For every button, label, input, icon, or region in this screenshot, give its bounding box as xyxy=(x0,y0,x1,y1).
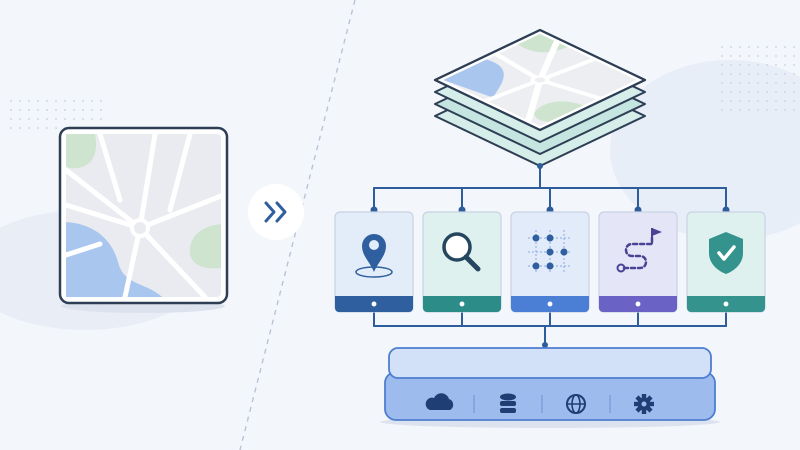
platform-base xyxy=(380,347,720,428)
map-water xyxy=(66,222,162,297)
map-layer-top xyxy=(433,28,647,132)
module-card-route-flag[interactable] xyxy=(598,211,678,313)
top-layer-map xyxy=(443,33,637,127)
source-map-card xyxy=(58,126,229,313)
platform-upper xyxy=(388,347,712,379)
module-card-grid-nodes[interactable] xyxy=(510,211,590,313)
double-chevron-right-icon xyxy=(264,201,287,223)
module-card-search[interactable] xyxy=(422,211,502,313)
gear-icon xyxy=(634,394,654,414)
forward-button-bg xyxy=(248,184,304,240)
dot-grid-right xyxy=(715,40,795,115)
module-port xyxy=(370,300,378,308)
map-park-top xyxy=(66,134,97,169)
cloud-icon xyxy=(425,393,454,410)
module-port xyxy=(722,300,730,308)
map-park-right xyxy=(189,224,221,269)
database-icon xyxy=(500,393,516,413)
module-port xyxy=(458,300,466,308)
globe-icon xyxy=(566,394,586,414)
map-layer-stack xyxy=(433,28,647,169)
platform-lower xyxy=(384,371,716,421)
shield-check-icon xyxy=(709,232,743,274)
search-icon xyxy=(442,232,481,272)
location-pin-icon xyxy=(355,234,393,278)
grid-nodes-icon xyxy=(528,230,572,274)
forward-button[interactable] xyxy=(248,184,304,240)
platform-icon-row xyxy=(425,393,654,414)
map-roundabout xyxy=(130,218,150,238)
module-card-location-pin[interactable] xyxy=(334,211,414,313)
module-port xyxy=(634,300,642,308)
platform-anchor-dot xyxy=(542,342,548,348)
module-card-shield-check[interactable] xyxy=(686,211,766,313)
route-flag-icon xyxy=(616,228,662,273)
module-row xyxy=(334,211,766,313)
connector-lines xyxy=(370,165,730,349)
module-port xyxy=(546,300,554,308)
